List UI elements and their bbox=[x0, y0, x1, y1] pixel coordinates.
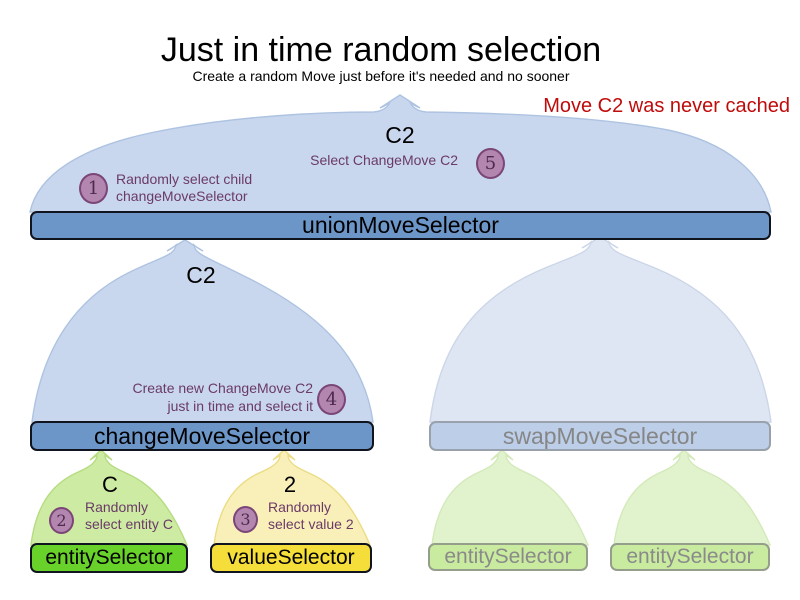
value-selected-label: 2 bbox=[283, 472, 297, 497]
step-1-annotation: Randomly select child changeMoveSelector bbox=[116, 171, 252, 204]
page-title: Just in time random selection bbox=[160, 31, 602, 69]
step-4-line1: Create new ChangeMove C2 bbox=[132, 380, 313, 396]
union-dome-shape bbox=[29, 94, 772, 213]
faded-entity-selector-bar-left: entitySelector bbox=[428, 543, 588, 571]
step-1-line1: Randomly select child bbox=[116, 171, 253, 187]
change-selected-move-label: C2 bbox=[186, 262, 216, 288]
change-dome-shape bbox=[31, 239, 374, 423]
step-4-annotation: Create new ChangeMove C2 just in time an… bbox=[113, 380, 313, 415]
swap-dome-shape bbox=[429, 236, 772, 423]
faded-entity-dome-left-shape bbox=[431, 449, 590, 546]
step-2-annotation: Randomly select entity C bbox=[85, 499, 173, 532]
step-2-line1: Randomly bbox=[85, 499, 149, 515]
cache-note: Move C2 was never cached bbox=[543, 95, 790, 117]
step-5-badge: 5 bbox=[476, 148, 505, 179]
step-4-badge: 4 bbox=[317, 384, 346, 415]
step-2-line2: select entity C bbox=[85, 515, 173, 532]
step-2-badge: 2 bbox=[49, 507, 74, 534]
step-3-annotation: Randomly select value 2 bbox=[268, 499, 354, 532]
value-selector-bar: valueSelector bbox=[210, 543, 372, 573]
swap-move-selector-bar: swapMoveSelector bbox=[429, 421, 771, 451]
page-subtitle: Create a random Move just before it's ne… bbox=[192, 68, 570, 84]
union-move-selector-bar: unionMoveSelector bbox=[30, 211, 771, 240]
step-3-line2: select value 2 bbox=[268, 515, 354, 532]
step-1-badge: 1 bbox=[79, 173, 108, 204]
entity-selected-label: C bbox=[102, 472, 118, 497]
faded-entity-selector-bar-right: entitySelector bbox=[610, 543, 770, 571]
change-move-selector-bar: changeMoveSelector bbox=[30, 421, 374, 451]
entity-selector-bar: entitySelector bbox=[30, 543, 188, 573]
step-5-annotation: Select ChangeMove C2 bbox=[310, 152, 458, 168]
step-3-badge: 3 bbox=[233, 506, 258, 533]
step-1-line2: changeMoveSelector bbox=[116, 187, 248, 204]
step-3-line1: Randomly bbox=[268, 499, 332, 515]
step-4-line2: just in time and select it bbox=[167, 397, 313, 414]
union-selected-move-label: C2 bbox=[385, 122, 415, 148]
faded-entity-dome-right-shape bbox=[613, 449, 772, 546]
